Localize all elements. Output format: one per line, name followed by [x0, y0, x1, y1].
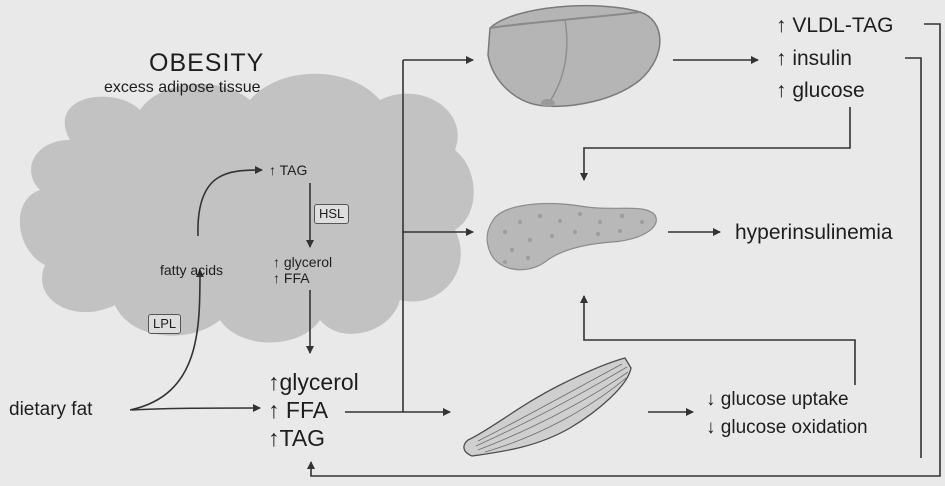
lpl-enzyme-box: LPL: [148, 314, 181, 334]
glucose-label: ↑ glucose: [776, 80, 865, 101]
glucose-to-pancreas-line: [584, 107, 850, 180]
hyperinsulinemia-label: hyperinsulinemia: [735, 222, 893, 243]
plasma-glycerol-label: ↑glycerol: [268, 371, 359, 394]
adipose-tissue-cloud: [20, 74, 474, 343]
glucose-uptake-label: ↓ glucose uptake: [706, 390, 849, 409]
adipose-ffa-label: ↑ FFA: [273, 271, 310, 285]
obesity-subtitle: excess adipose tissue: [104, 80, 261, 96]
muscle-illustration: [464, 358, 631, 456]
insulin-label: ↑ insulin: [776, 48, 852, 69]
plasma-ffa-label: ↑ FFA: [268, 399, 328, 422]
dietary-fat-to-plasma: [132, 408, 260, 410]
dietary-fat-label: dietary fat: [9, 400, 92, 419]
pancreas-illustration: [487, 204, 656, 270]
insulin-feedback-line: [905, 58, 921, 458]
adipose-tag-label: ↑ TAG: [269, 163, 307, 177]
vldl-tag-label: ↑ VLDL-TAG: [776, 15, 893, 36]
glucose-oxidation-label: ↓ glucose oxidation: [706, 418, 868, 437]
liver-illustration: [488, 6, 660, 107]
plasma-tag-label: ↑TAG: [268, 427, 325, 450]
adipose-glycerol-label: ↑ glycerol: [273, 255, 332, 269]
obesity-title: OBESITY: [149, 51, 264, 76]
fatty-acids-label: fatty acids: [160, 263, 223, 277]
hsl-enzyme-box: HSL: [314, 204, 349, 224]
